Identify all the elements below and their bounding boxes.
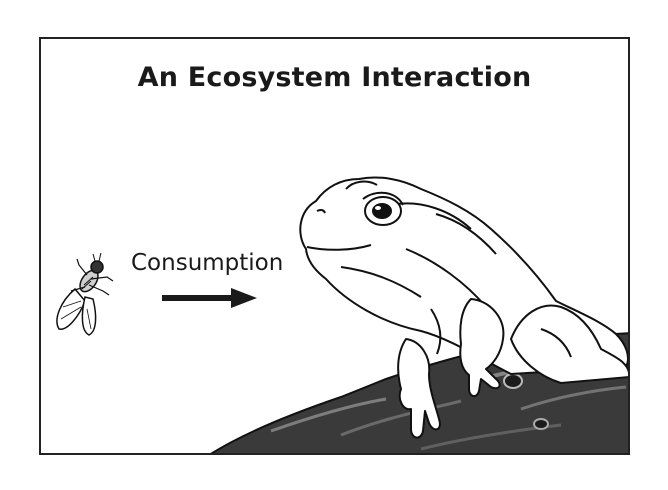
arrow-label: Consumption <box>131 250 284 276</box>
fly-icon <box>56 252 114 336</box>
diagram-frame: An Ecosystem Interaction <box>39 37 630 455</box>
diagram-title: An Ecosystem Interaction <box>137 62 532 93</box>
consumption-arrow <box>162 288 257 308</box>
toad-icon <box>299 176 628 439</box>
diagram-art <box>56 176 628 453</box>
